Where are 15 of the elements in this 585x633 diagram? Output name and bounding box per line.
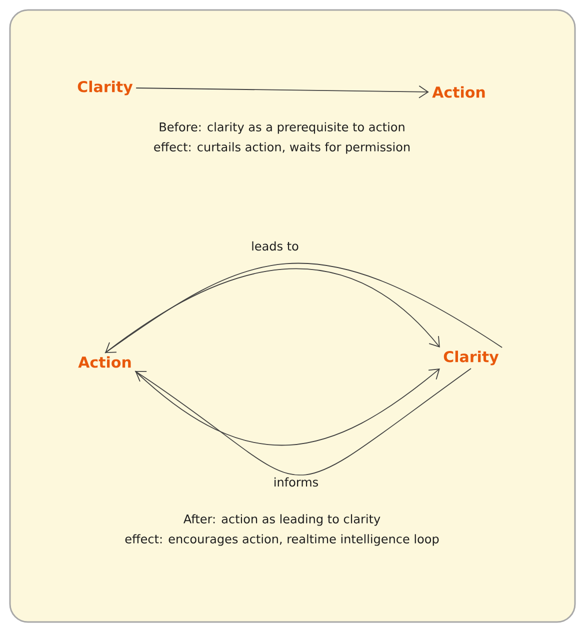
concept-label: Action	[432, 86, 485, 98]
concept-label: Action	[78, 356, 131, 368]
caption-text: After: action as leading to clarity	[184, 514, 380, 526]
arrow	[136, 85, 429, 98]
edge-label: informs	[271, 475, 321, 489]
caption-text: effect: encourages action, realtime intelligence loop	[125, 534, 439, 546]
caption-text: Before: clarity as a prerequisite to action	[160, 122, 404, 134]
arrow	[135, 368, 472, 476]
concept-label: Clarity	[444, 350, 499, 366]
edge-label: leads to	[249, 239, 301, 253]
arrow	[134, 368, 440, 446]
caption-text: effect: curtails action, waits for permission	[154, 142, 410, 154]
arrow	[105, 263, 503, 353]
concept-label: Clarity	[78, 80, 133, 96]
arrow	[104, 268, 440, 354]
